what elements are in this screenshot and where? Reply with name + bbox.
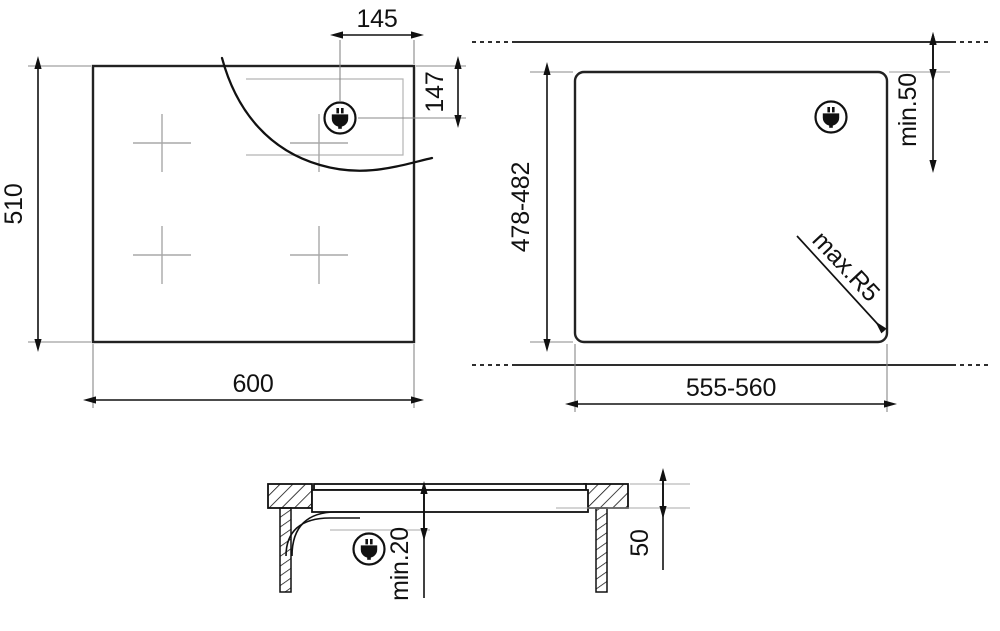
dim-label-510: 510	[0, 183, 28, 224]
view-section: min.20 50	[267, 468, 690, 601]
dim-label-145: 145	[356, 5, 397, 33]
cabinet-wall-right	[595, 507, 608, 593]
power-plug-icon	[352, 532, 386, 566]
view-top-right: max.R5 478-482 min.50 555-560	[472, 32, 992, 412]
dim-label-min20: min.20	[386, 527, 414, 601]
appliance-inner-outline	[246, 78, 404, 156]
appliance-outline	[91, 64, 416, 344]
burner-center-marks	[133, 114, 348, 284]
worktop-hatch-right	[583, 483, 629, 509]
power-plug-icon	[814, 100, 848, 134]
worktop-hatch-left	[267, 483, 313, 509]
dim-label-478-482: 478-482	[507, 162, 535, 252]
power-plug-icon	[323, 101, 357, 135]
dim-label-maxR5: max.R5	[807, 226, 885, 307]
power-cable-outer	[285, 517, 360, 557]
dim-label-147: 147	[421, 71, 449, 112]
dim-label-50: 50	[626, 529, 654, 556]
view-top-left: 145 147 510 600	[0, 5, 466, 408]
power-cable-inner	[291, 511, 360, 557]
cutout-outline	[573, 70, 889, 344]
dim-label-600: 600	[232, 370, 273, 398]
cabinet-wall-left	[279, 507, 292, 593]
break-line-curve	[220, 56, 434, 172]
dim-label-555-560: 555-560	[686, 374, 776, 402]
hob-body	[311, 489, 589, 513]
leader-line-maxR5	[796, 235, 887, 334]
dim-label-min50: min.50	[894, 73, 922, 147]
